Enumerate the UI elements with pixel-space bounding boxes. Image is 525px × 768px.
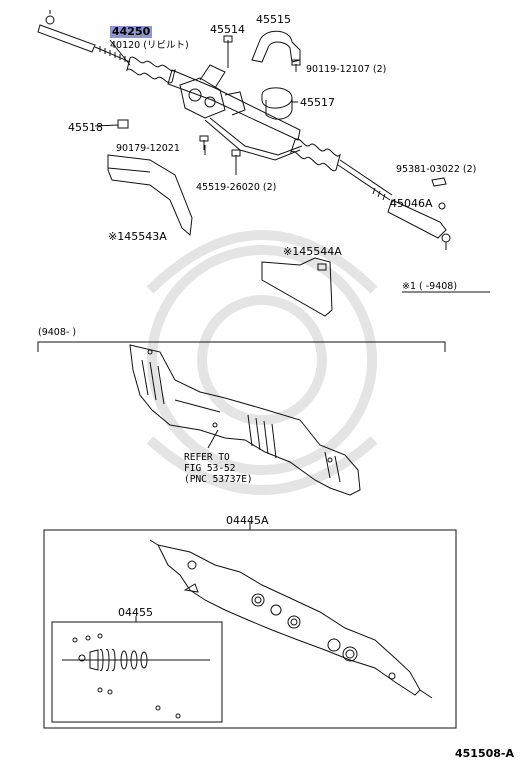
part-label-90119-12107[interactable]: 90119-12107 (2) bbox=[306, 64, 387, 75]
part-label-45046a[interactable]: 45046A bbox=[390, 197, 433, 210]
part-label-45515[interactable]: 45515 bbox=[256, 13, 291, 26]
diagram-id: 451508-A bbox=[455, 747, 515, 760]
footnote-1: ※1 ( -9408) bbox=[402, 281, 458, 292]
part-label-145544a[interactable]: ※145544A bbox=[283, 245, 342, 258]
steering-rack-assembly bbox=[37, 10, 451, 250]
part-label-40120[interactable]: 40120 (リビルト) bbox=[110, 40, 189, 51]
part-label-04455[interactable]: 04455 bbox=[118, 606, 153, 619]
range-bracket bbox=[37, 341, 446, 352]
range-label-9408: (9408- ) bbox=[38, 327, 77, 338]
refer-text-line1: REFER TO bbox=[184, 452, 230, 463]
part-label-95381-03022[interactable]: 95381-03022 (2) bbox=[396, 164, 477, 175]
part-label-04445a[interactable]: 04445A bbox=[226, 514, 269, 527]
part-label-45517[interactable]: 45517 bbox=[300, 96, 335, 109]
refer-text-line3: (PNC 53737E) bbox=[184, 474, 253, 485]
part-label-45514[interactable]: 45514 bbox=[210, 23, 245, 36]
kit-box-04445a bbox=[43, 522, 457, 729]
undercover-plate bbox=[129, 344, 361, 496]
shield-145543a bbox=[107, 154, 193, 237]
shield-145544a bbox=[261, 257, 333, 317]
kit-box-04455 bbox=[51, 616, 223, 723]
part-label-90179-12021[interactable]: 90179-12021 bbox=[116, 143, 180, 154]
refer-text-line2[interactable]: FIG 53-52 bbox=[184, 463, 236, 474]
watermark-emblem bbox=[146, 230, 378, 495]
part-label-45519-26020[interactable]: 45519-26020 (2) bbox=[196, 182, 277, 193]
part-label-145543a[interactable]: ※145543A bbox=[108, 230, 167, 243]
part-label-45518[interactable]: 45518 bbox=[68, 121, 103, 134]
part-label-44250[interactable]: 44250 bbox=[110, 25, 153, 38]
